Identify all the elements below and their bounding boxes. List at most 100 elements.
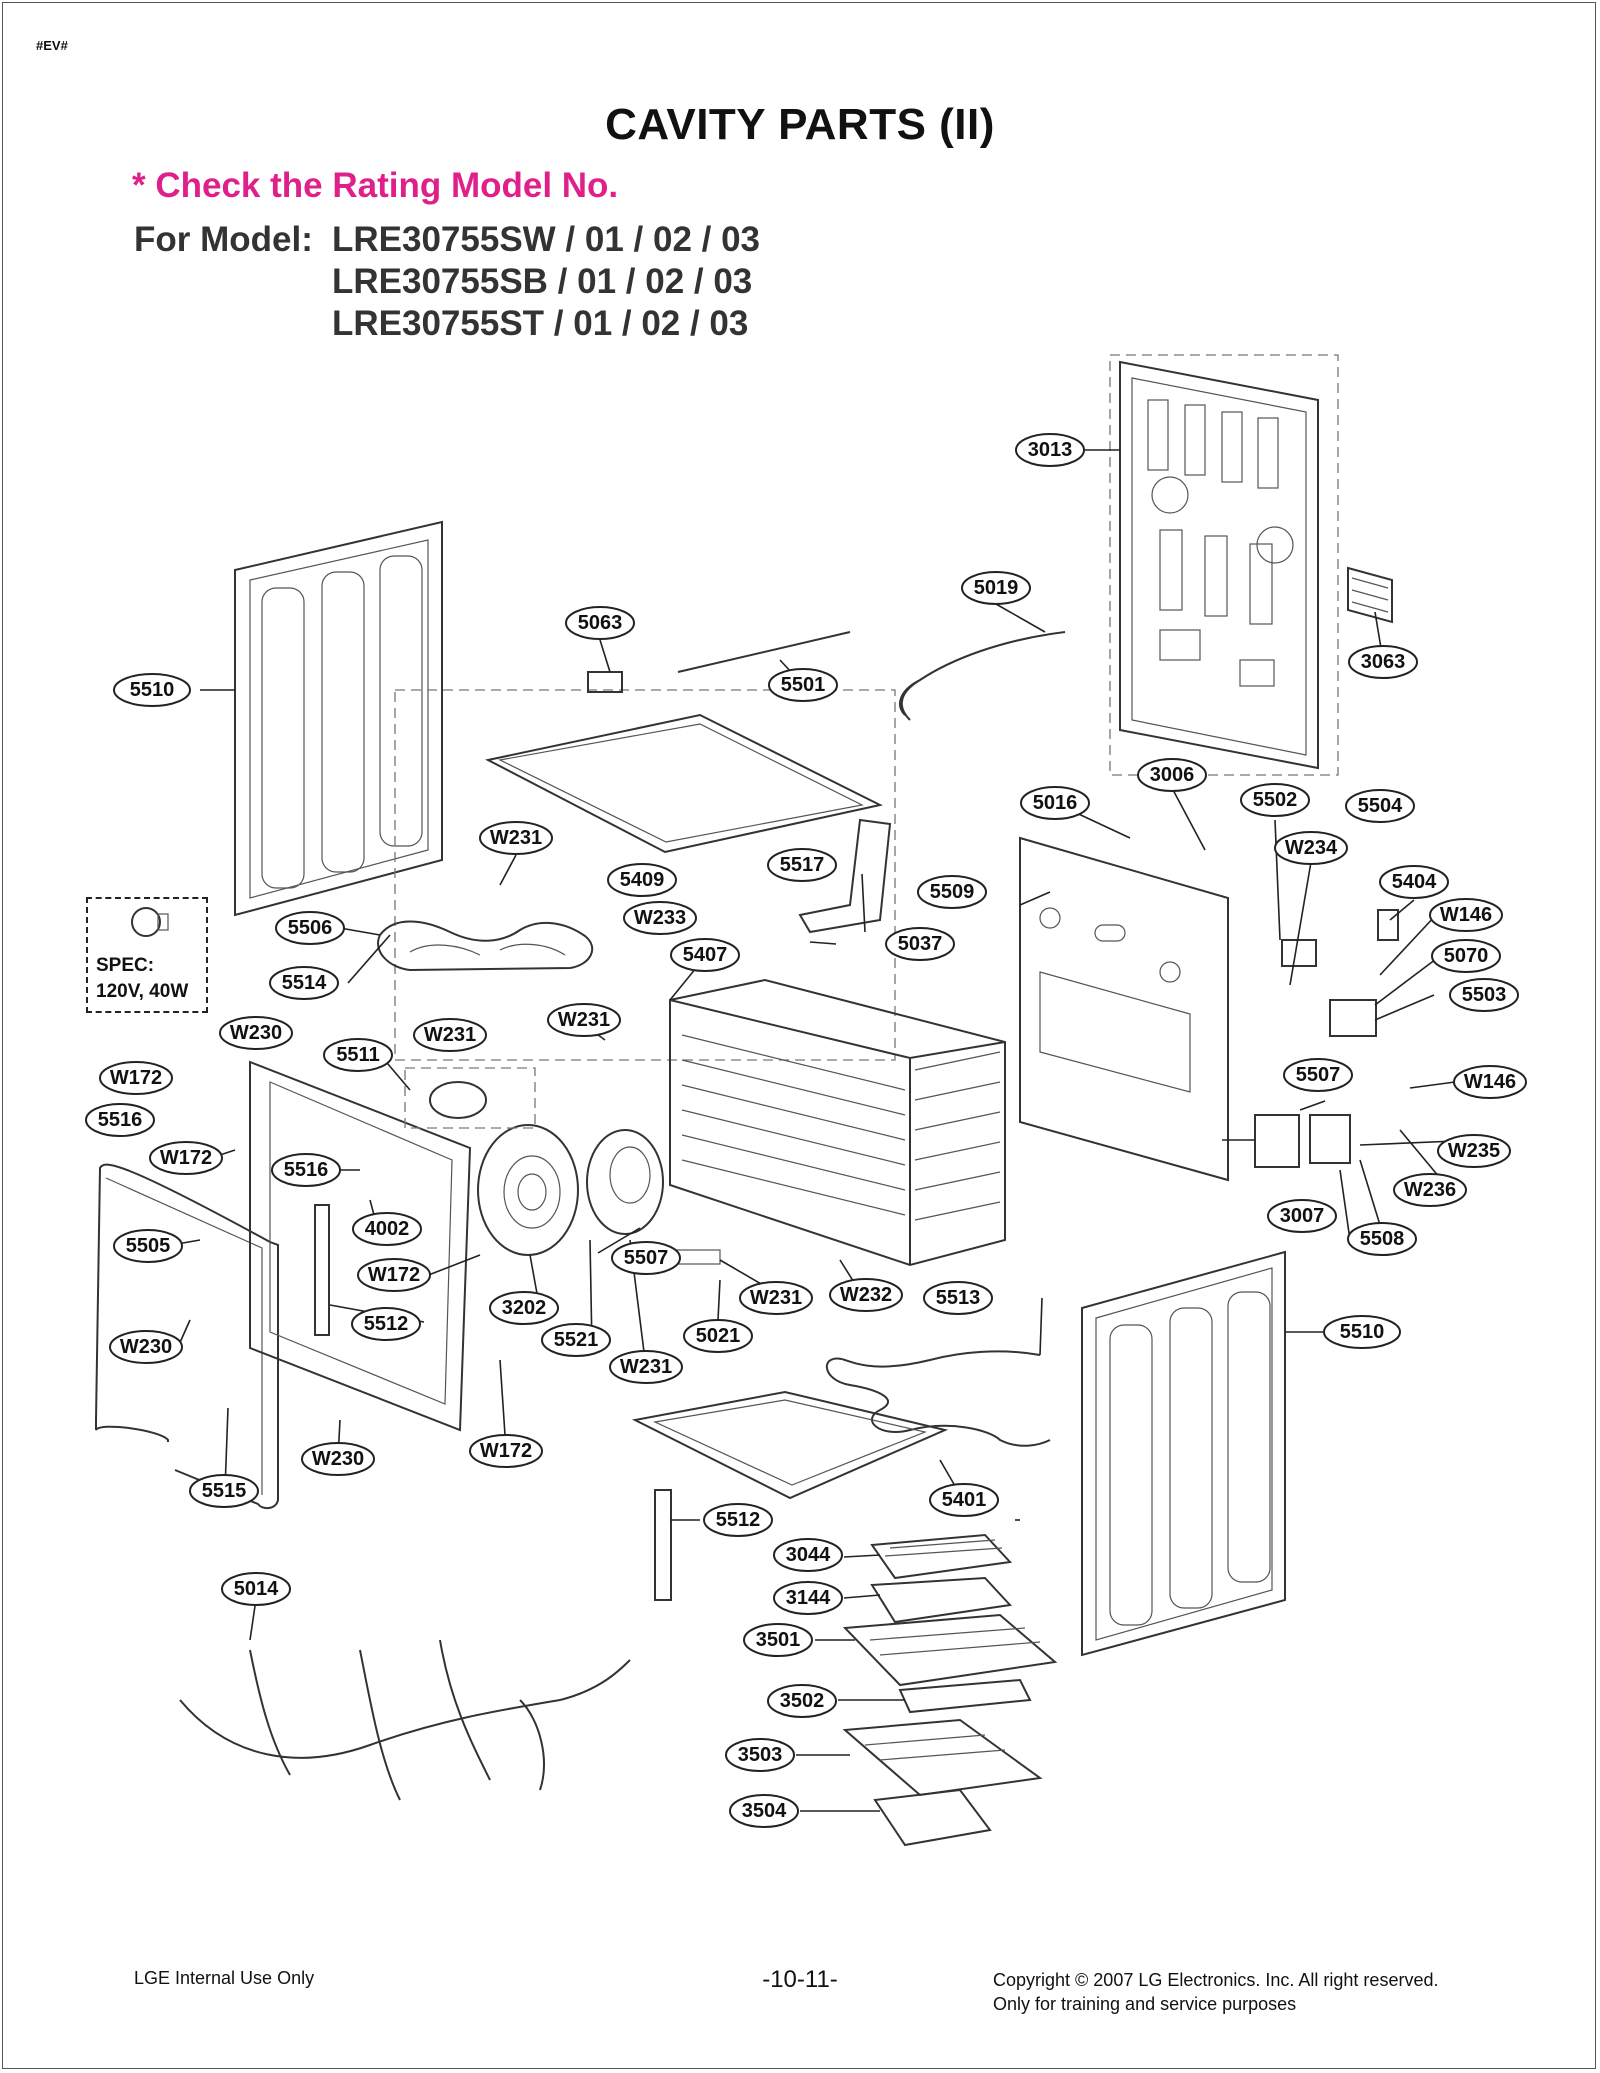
convection-fan-drawing — [404, 1067, 664, 1256]
svg-text:5404: 5404 — [1392, 871, 1437, 893]
callout-5019: 5019 — [961, 571, 1031, 605]
switch-5502-drawing — [1281, 939, 1317, 967]
callout-5514: 5514 — [269, 966, 339, 1000]
rear-frame-drawing — [1019, 836, 1229, 1182]
footer-page-number: -10-11- — [762, 1966, 838, 1993]
svg-text:5511: 5511 — [336, 1044, 379, 1066]
svg-text:W234: W234 — [1285, 837, 1338, 859]
rear-panel-drawing — [1109, 354, 1339, 776]
footer-internal-use: LGE Internal Use Only — [134, 1968, 315, 1988]
svg-text:5516: 5516 — [98, 1109, 143, 1131]
air-duct-drawing — [798, 818, 892, 934]
broil-pan-grid-drawing — [870, 1533, 1013, 1580]
svg-text:W231: W231 — [620, 1356, 672, 1378]
callout-5513: 5513 — [923, 1281, 993, 1315]
svg-text:3007: 3007 — [1280, 1205, 1325, 1227]
page-title: CAVITY PARTS (II) — [605, 100, 995, 149]
broil-element-drawing — [377, 920, 594, 972]
switch-5404-drawing — [1377, 909, 1399, 941]
model-line-sw: LRE30755SW / 01 / 02 / 03 — [332, 220, 761, 259]
svg-text:3202: 3202 — [502, 1297, 547, 1319]
svg-text:5510: 5510 — [1340, 1321, 1385, 1343]
spec-value: 120V, 40W — [96, 981, 189, 1002]
callout-W146-lower: W146 — [1453, 1065, 1527, 1099]
callout-W233: W233 — [623, 901, 697, 935]
callout-5407: 5407 — [670, 938, 740, 972]
svg-text:3013: 3013 — [1028, 439, 1073, 461]
wire-harness-drawing — [179, 1639, 631, 1801]
bracket-5503-drawing — [1329, 999, 1377, 1037]
svg-text:5501: 5501 — [781, 674, 826, 696]
svg-text:5070: 5070 — [1444, 945, 1489, 967]
svg-text:W230: W230 — [120, 1336, 172, 1358]
callout-3503: 3503 — [725, 1738, 795, 1772]
model-line-sb: LRE30755SB / 01 / 02 / 03 — [332, 262, 753, 301]
callout-W231-top: W231 — [479, 821, 553, 855]
callout-4002: 4002 — [352, 1212, 422, 1246]
svg-text:3144: 3144 — [786, 1587, 831, 1609]
svg-text:W230: W230 — [230, 1022, 282, 1044]
bake-element-drawing — [825, 1350, 1051, 1447]
svg-text:5517: 5517 — [780, 854, 825, 876]
oven-cavity-drawing — [669, 978, 1006, 1267]
svg-text:3503: 3503 — [738, 1744, 783, 1766]
svg-text:5512: 5512 — [364, 1313, 409, 1335]
racks-drawing — [842, 1533, 1058, 1847]
callout-5021: 5021 — [683, 1319, 753, 1353]
callout-3006: 3006 — [1137, 758, 1207, 792]
svg-text:W235: W235 — [1448, 1140, 1500, 1162]
svg-text:W230: W230 — [312, 1448, 364, 1470]
top-cover-drawing — [394, 689, 896, 1061]
footer-copyright: Copyright © 2007 LG Electronics. Inc. Al… — [993, 1968, 1438, 2016]
callout-W172-lower: W172 — [469, 1434, 543, 1468]
callout-5521: 5521 — [541, 1323, 611, 1357]
svg-text:W233: W233 — [634, 907, 686, 929]
svg-text:5504: 5504 — [1358, 795, 1403, 817]
svg-text:W146: W146 — [1440, 904, 1492, 926]
svg-text:5021: 5021 — [696, 1325, 741, 1347]
callout-5504: 5504 — [1345, 789, 1415, 823]
front-frame-drawing — [249, 1060, 472, 1432]
model-prefix: For Model: — [134, 220, 313, 259]
callout-W235: W235 — [1437, 1134, 1511, 1168]
rack-3502-drawing — [898, 1678, 1032, 1714]
svg-text:5503: 5503 — [1462, 984, 1507, 1006]
callout-3144: 3144 — [773, 1581, 843, 1615]
callout-5510-left: 5510 — [113, 673, 191, 707]
svg-text:3063: 3063 — [1361, 651, 1406, 673]
callout-5512-upper: 5512 — [351, 1307, 421, 1341]
svg-text:5515: 5515 — [202, 1480, 247, 1502]
bulb-icon — [131, 907, 161, 937]
callout-W172-left: W172 — [149, 1141, 223, 1175]
rack-3503-drawing — [842, 1718, 1043, 1797]
svg-text:5509: 5509 — [930, 881, 975, 903]
svg-text:5016: 5016 — [1033, 792, 1078, 814]
hinge-5512b-drawing — [654, 1489, 672, 1601]
callout-5501: 5501 — [768, 668, 838, 702]
rack-3504-drawing — [873, 1788, 992, 1847]
svg-text:5505: 5505 — [126, 1235, 171, 1257]
callout-3501: 3501 — [743, 1623, 813, 1657]
rack-3501-drawing — [842, 1613, 1058, 1687]
callout-5516-left: 5516 — [85, 1103, 155, 1137]
svg-text:5409: 5409 — [620, 869, 665, 891]
copyright-line: Copyright © 2007 LG Electronics. Inc. Al… — [993, 1970, 1439, 1990]
svg-text:5507: 5507 — [1296, 1064, 1341, 1086]
callout-5507-center: 5507 — [611, 1241, 681, 1275]
svg-text:5037: 5037 — [898, 933, 943, 955]
callout-3063: 3063 — [1348, 645, 1418, 679]
svg-text:5407: 5407 — [683, 944, 728, 966]
callout-5517: 5517 — [767, 848, 837, 882]
callout-5509: 5509 — [917, 875, 987, 909]
callout-W231-mid-right: W231 — [547, 1003, 621, 1037]
callout-W230-left: W230 — [109, 1330, 183, 1364]
callout-5503: 5503 — [1449, 978, 1519, 1012]
callout-3013: 3013 — [1015, 433, 1085, 467]
svg-text:W172: W172 — [110, 1067, 162, 1089]
model-line-st: LRE30755ST / 01 / 02 / 03 — [332, 304, 749, 343]
svg-text:W236: W236 — [1404, 1179, 1456, 1201]
svg-text:5019: 5019 — [974, 577, 1019, 599]
hinge-5512-drawing — [314, 1204, 330, 1336]
callout-W231-center: W231 — [739, 1281, 813, 1315]
